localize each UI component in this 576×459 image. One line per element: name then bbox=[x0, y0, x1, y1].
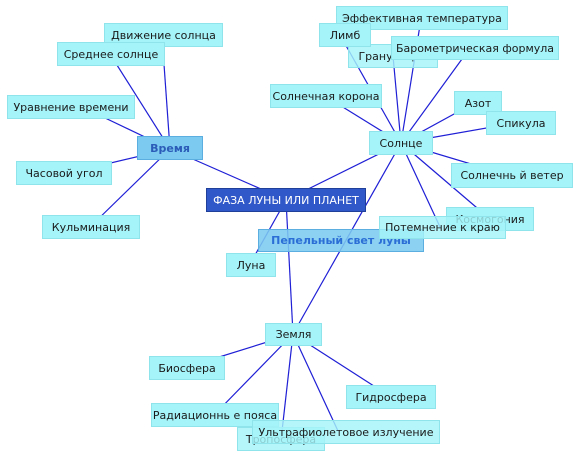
connector-zemlya-ultrafiolet bbox=[292, 333, 339, 432]
node-solnechnaya-korona[interactable]: Солнечная корона bbox=[270, 84, 382, 108]
connector-solnce-barometricheskaya bbox=[400, 47, 471, 144]
node-solnce[interactable]: Солнце bbox=[369, 131, 433, 155]
node-barometricheskaya-formula[interactable]: Барометрическая формула bbox=[391, 36, 559, 60]
node-zemlya[interactable]: Земля bbox=[265, 323, 322, 346]
node-spikula[interactable]: Спикула bbox=[486, 111, 556, 135]
connector-zemlya-radiacionnye bbox=[214, 333, 294, 415]
connector-center-zemlya bbox=[285, 199, 294, 335]
connector-solnce-granulyaciya bbox=[392, 55, 402, 144]
node-luna[interactable]: Луна bbox=[226, 253, 276, 277]
node-limb[interactable]: Лимб bbox=[319, 23, 371, 47]
node-azot[interactable]: Азот bbox=[454, 91, 502, 115]
node-effektivnaya-temperatura[interactable]: Эффективная температура bbox=[336, 6, 508, 30]
connector-vremya-srednee bbox=[109, 53, 171, 150]
node-biosfera[interactable]: Биосфера bbox=[149, 356, 225, 380]
connector-vremya-kulminaciya bbox=[89, 148, 171, 228]
node-potemnenie-k-krayu[interactable]: Потемнение к краю bbox=[379, 216, 506, 239]
node-uravnenie-vremeni[interactable]: Уравнение времени bbox=[7, 95, 135, 119]
connector-solnce-potemnenie bbox=[400, 142, 441, 228]
node-vremya[interactable]: Время bbox=[137, 136, 203, 160]
node-ultrafioletovoe-izluchenie[interactable]: Ультрафиолетовое излучение bbox=[252, 420, 440, 444]
node-solnechny-veter[interactable]: Солнечнь й ветер bbox=[451, 163, 573, 188]
node-kulminaciya[interactable]: Кульминация bbox=[42, 215, 140, 239]
node-center-faza[interactable]: ФАЗА ЛУНЫ ИЛИ ПЛАНЕТ bbox=[206, 188, 366, 212]
node-gidrosfera[interactable]: Гидросфера bbox=[346, 385, 436, 409]
node-chasovoy-ugol[interactable]: Часовой угол bbox=[16, 161, 112, 185]
connector-solnce-kosmogoniya bbox=[400, 142, 491, 220]
node-srednee-solnce[interactable]: Среднее солнце bbox=[57, 42, 165, 66]
